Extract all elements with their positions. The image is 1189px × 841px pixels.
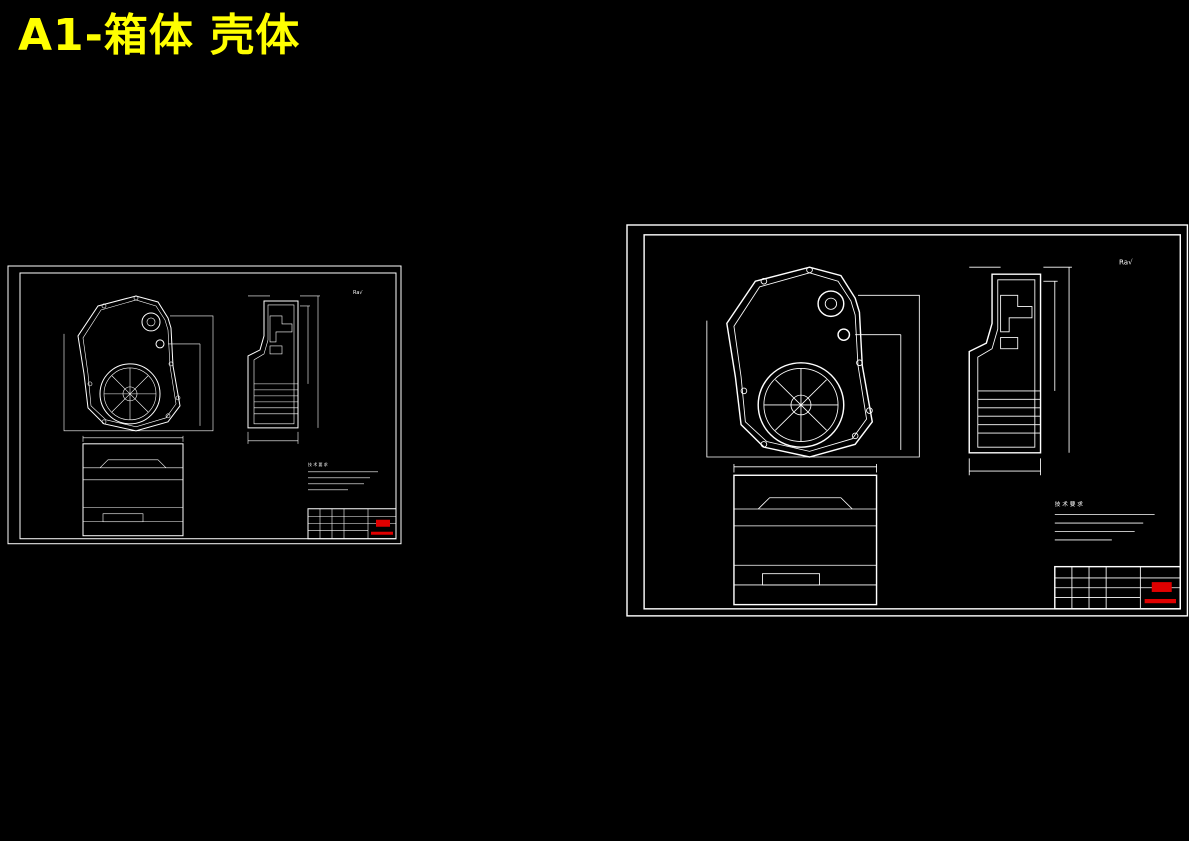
- drawing-title: A1-箱体 壳体: [18, 10, 301, 61]
- drawing-sheet-left: [7, 265, 402, 545]
- drawing-sheet-right: [626, 224, 1189, 617]
